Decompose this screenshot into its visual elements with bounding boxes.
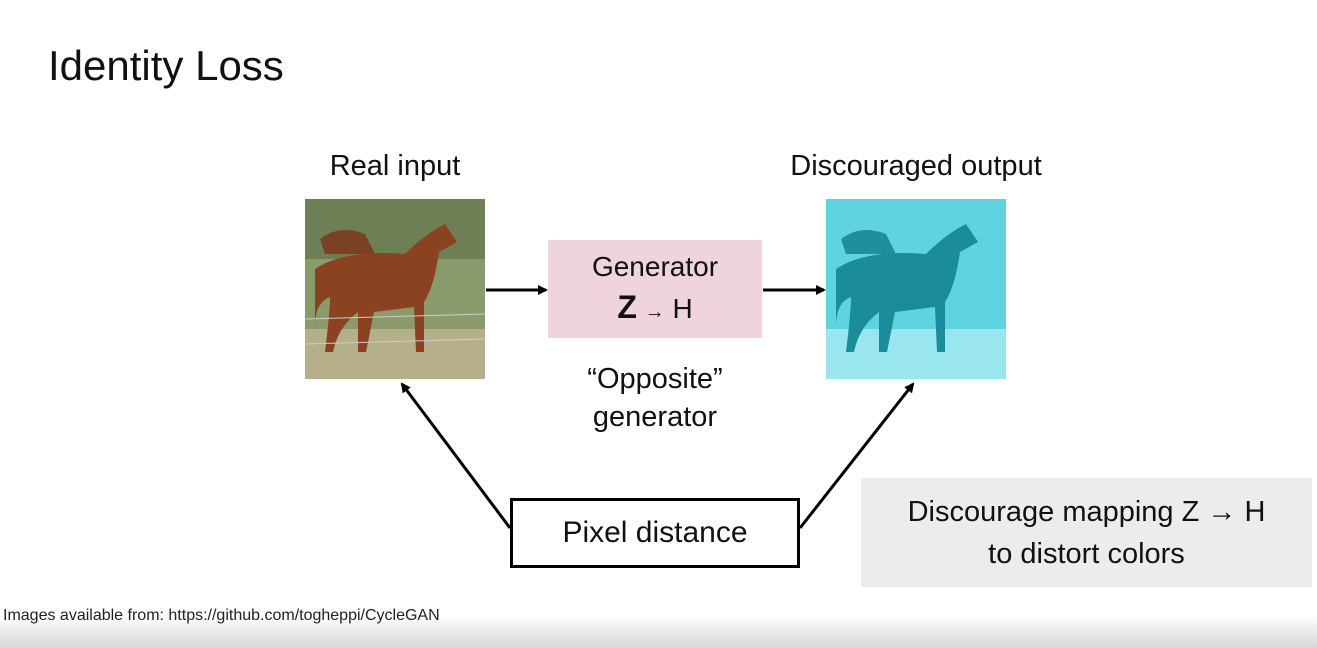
note-box: Discourage mapping Z → H to distort colo… <box>861 478 1312 587</box>
arrow-distance-to-output <box>798 382 915 529</box>
note-line-2: to distort colors <box>988 537 1185 570</box>
bottom-fade <box>0 615 1317 648</box>
slide-title: Identity Loss <box>48 42 284 89</box>
caption-line-2: generator <box>592 401 718 433</box>
generator-label: Generator <box>591 250 719 282</box>
generator-mapping: Z → H <box>617 288 693 325</box>
real-horse-image <box>305 199 485 379</box>
image-source-footer: Images available from: https://github.co… <box>3 607 440 624</box>
note-line-1: Discourage mapping Z → H <box>907 495 1266 528</box>
opposite-generator-caption: “Opposite” generator <box>555 360 755 436</box>
discouraged-output-label: Discouraged output <box>790 150 1042 182</box>
arrow-distance-to-input <box>400 382 512 529</box>
real-input-label: Real input <box>329 150 461 182</box>
caption-line-1: “Opposite” <box>587 363 723 395</box>
pixel-distance-box: Pixel distance <box>510 498 800 568</box>
pixel-distance-label: Pixel distance <box>562 516 748 549</box>
discouraged-output-image <box>826 199 1006 379</box>
generator-box: Generator Z → H <box>548 240 762 338</box>
